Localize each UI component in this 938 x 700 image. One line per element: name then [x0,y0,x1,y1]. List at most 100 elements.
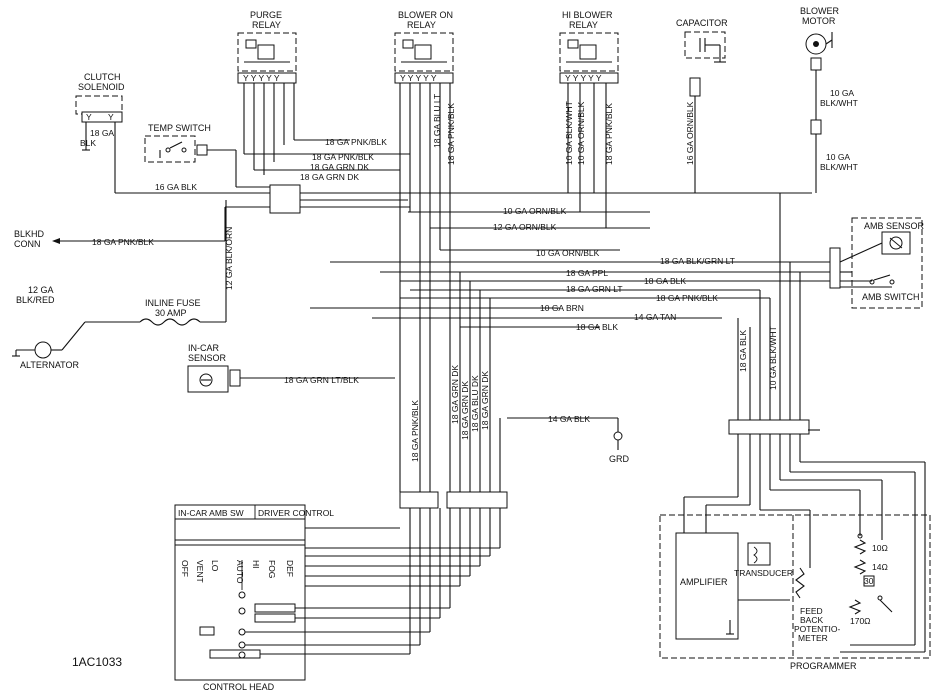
resistor-10-label: 10Ω [872,543,888,553]
blower-on-relay-box [394,32,454,72]
capacitor: CAPACITOR [676,18,728,97]
wire-label: 18 GA PPL [566,268,608,278]
wire-label: 18 GA BLU DK [470,375,480,432]
wire-label: 18 GA BLK/GRN LT [660,256,735,266]
in-car-sensor-label-1: IN-CAR [188,343,219,353]
wire-label: 14 GA BLK [548,414,590,424]
alt-wire-ga: 12 GA [28,285,54,295]
control-head-connector-1 [399,491,439,509]
wire-label: 18 GA PNK/BLK [446,103,456,165]
programmer: AMPLIFIER TRANSDUCER FEED BACK POTENTIO-… [659,514,931,671]
amb-switch-label: AMB SWITCH [862,292,920,302]
mode-switch: OFF VENT LO AUTO HI FOG DEF [180,560,295,584]
ground-icon [613,431,623,441]
in-car-sensor-connector [229,369,241,387]
wire-label: 16 GA BLK [155,182,197,192]
blower-motor: BLOWER MOTOR [800,6,840,135]
wire-label: 10 GA ORN/BLK [536,248,600,258]
svg-text:Y: Y [86,112,92,122]
transducer-label: TRANSDUCER [734,568,793,578]
wire-label: 12 GA ORN/BLK [493,222,557,232]
hi-blower-relay: HI BLOWER RELAY Y Y Y Y Y [559,10,619,84]
wire-label: BLK/WHT [820,162,858,172]
switch-position-auto: AUTO [235,560,245,584]
alternator-label: ALTERNATOR [20,360,80,370]
in-car-sensor-label-2: SENSOR [188,353,227,363]
temp-switch: TEMP SWITCH [144,123,211,163]
inline-fuse: INLINE FUSE 30 AMP [139,298,201,326]
purge-relay-box [237,32,297,72]
resistor-14-label: 14Ω [872,562,888,572]
clutch-solenoid-label-2: SOLENOID [78,82,125,92]
wire-label: 10 GA ORN/BLK [576,101,586,165]
feedback-potentiometer-icon [795,567,805,599]
blower-on-relay-coil-icon [414,44,432,60]
blower-motor-inline-connector [810,119,822,135]
transducer-icon [747,542,771,566]
svg-text:Y Y Y Y Y: Y Y Y Y Y [243,73,280,83]
wire-label: 18 GA BLK [738,330,748,372]
clutch-solenoid-box [75,95,123,115]
svg-text:Y Y Y Y Y: Y Y Y Y Y [400,73,437,83]
wire-label: 10 GA BLK/WHT [564,101,574,165]
blower-on-relay-label-1: BLOWER ON [398,10,453,20]
wire-label: 10 GA [830,88,854,98]
control-head-header-1: IN-CAR AMB SW [178,508,244,518]
wire-label: 18 GA PNK/BLK [312,152,374,162]
ground-label: GRD [609,454,630,464]
wire-label: 18 GA GRN LT/BLK [284,375,359,385]
programmer-wiring [683,429,926,653]
svg-text:Y Y Y Y Y: Y Y Y Y Y [565,73,602,83]
switch-position-fog: FOG [267,560,277,578]
hi-blower-relay-label-2: RELAY [569,20,598,30]
wire-label: 10 GA BRN [540,303,584,313]
control-head-wiring [245,508,501,655]
switch-position-vent: VENT [195,560,205,583]
wire-label: BLK/WHT [820,98,858,108]
blower-on-relay: BLOWER ON RELAY Y Y Y Y Y [394,10,454,84]
feedback-label-3: POTENTIO- [794,624,840,634]
purge-relay-coil-icon [257,44,275,60]
wire-label: 16 GA ORN/BLK [685,101,695,165]
blower-motor-label-1: BLOWER [800,6,840,16]
amb-connector [829,247,841,289]
blower-on-relay-label-2: RELAY [407,20,436,30]
wire-label: 18 GA PNK/BLK [325,137,387,147]
blower-motor-label-2: MOTOR [802,16,836,26]
alternator-icon [34,341,52,359]
control-head-connector-2 [446,491,508,509]
wire-label: 10 GA [826,152,850,162]
programmer-connector [728,419,810,435]
switch-position-off: OFF [180,560,190,577]
wiring-vertical [243,70,817,492]
programmer-enclosure [659,514,931,659]
amb-sensor: AMB SENSOR AMB SWITCH [829,217,925,309]
programmer-label: PROGRAMMER [790,661,857,671]
wire-label: 18 GA PNK/BLK [604,103,614,165]
figure-id: 1AC1033 [72,655,122,669]
wire-label: 18 GA GRN DK [450,365,460,424]
temp-switch-box [144,135,196,163]
alternator: 12 GA BLK/RED ALTERNATOR [12,285,80,370]
capacitor-label: CAPACITOR [676,18,728,28]
wire-label: 18 GA BLU LT [432,94,442,148]
temp-switch-label: TEMP SWITCH [148,123,211,133]
svg-text:Y: Y [108,112,114,122]
hi-blower-relay-box [559,32,619,72]
switch-position-def: DEF [285,560,295,577]
wire-label: 18 GA PNK/BLK [410,400,420,462]
capacitor-connector [689,77,701,97]
wire-label: 12 GA BLK/ORN [224,227,234,290]
wire-label: 18 GA PNK/BLK [656,293,718,303]
wire-label: 18 GA GRN DK [480,371,490,430]
control-head: IN-CAR AMB SW DRIVER CONTROL OFF VENT LO… [174,504,334,692]
temp-switch-connector [196,144,208,156]
harness-connector-center [269,184,301,214]
feedback-label-4: METER [798,633,828,643]
hi-blower-relay-connector [559,72,619,84]
wire-label: 18 GA GRN DK [300,172,359,182]
feedback-label-2: BACK [800,615,823,625]
purge-relay: PURGE RELAY Y Y Y Y Y [237,10,297,84]
amb-sensor-enclosure [851,217,923,309]
wire-label: 18 GA GRN LT [566,284,623,294]
